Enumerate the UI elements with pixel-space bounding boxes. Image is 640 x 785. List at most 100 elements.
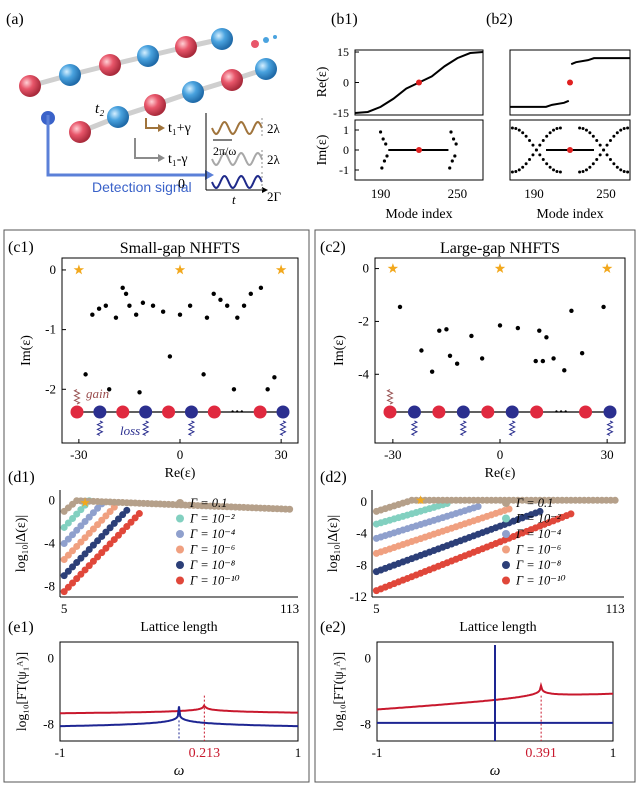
c1-loss-label: loss (120, 423, 140, 438)
c1-gain-site (207, 405, 221, 419)
d1-series-4-point (102, 528, 110, 536)
b1-re-marker (416, 79, 422, 86)
d1-series-5-point (77, 570, 85, 578)
b1-x-tick: 190 (371, 186, 391, 201)
b2-im-point (588, 131, 592, 135)
d2-star (415, 495, 426, 505)
c1-eigenvalue-point (201, 372, 206, 377)
c1-eigenvalue-point (123, 291, 129, 297)
c1-gain-site (70, 405, 84, 419)
b1-im-tick: -1 (339, 163, 349, 177)
c1-eigenvalue-point (241, 303, 247, 308)
d2-legend-marker-3 (502, 545, 510, 554)
d1-series-5-point (114, 531, 122, 539)
right-frame (314, 229, 636, 783)
e1-y-tick: -8 (43, 717, 54, 732)
loss-site (182, 81, 204, 103)
b1-im-point (384, 142, 388, 146)
c2-loss-arrow (508, 420, 516, 436)
e1-peak-label: 0.213 (189, 746, 221, 761)
panel-label-c1: (c1) (8, 239, 34, 256)
c2-y-label: Im(ε) (332, 335, 347, 366)
d1-legend-marker-3 (176, 545, 184, 554)
d1-series-2-point (64, 535, 72, 543)
t2-label: t₂ (95, 101, 104, 117)
b1-x-tick: 250 (448, 186, 468, 201)
b2-im-point (584, 128, 588, 132)
d2-legend-marker-0 (502, 499, 510, 507)
c2-eigenvalue-point (497, 323, 503, 328)
c2-loss-site (505, 405, 519, 419)
e2-x-label: ω (490, 763, 501, 779)
b2-im-point (626, 126, 630, 130)
b2-x-label: Mode index (536, 207, 603, 222)
c2-loss-arrow (410, 420, 419, 436)
c2-eigenvalue-point (533, 358, 538, 364)
d1-series-4-point (89, 541, 97, 549)
c1-x-tick: -30 (70, 447, 87, 462)
c1-edge-state-star (174, 264, 186, 275)
d1-y-tick: -8 (44, 578, 55, 593)
b1-im-point (379, 130, 383, 134)
gain-site (69, 121, 91, 143)
panel-label-c2: (c2) (320, 239, 346, 256)
d2-y-tick: -12 (350, 589, 367, 604)
e1-y-label: log₁₀[FT(ψ₁ᴬ)] (14, 652, 29, 731)
c1-y-tick: -2 (45, 381, 56, 396)
d1-series-5-point (89, 557, 97, 565)
b2-x-tick: 190 (524, 186, 544, 201)
c2-loss-site (603, 405, 617, 419)
c1-eigenvalue-point (120, 285, 125, 291)
c2-eigenvalue-point (551, 356, 556, 361)
d1-series-1-point (73, 510, 81, 518)
panel-label-e1: (e1) (8, 619, 34, 636)
b2-im-point (612, 162, 616, 166)
d2-legend-marker-1 (502, 514, 510, 523)
b2-re-marker (567, 79, 573, 86)
b2-im-point (558, 170, 562, 174)
c1-loss-site (139, 405, 153, 419)
c2-eigenvalue-point (429, 369, 435, 374)
b1-re-tick: 0 (343, 76, 349, 90)
loss-wave (211, 174, 263, 190)
panel-label-d2: (d2) (320, 469, 347, 486)
b1-im-point (380, 166, 384, 170)
c1-y-tick: -1 (45, 322, 56, 337)
d1-series-2-point (81, 518, 89, 526)
c1-loss-site (276, 405, 290, 419)
b2-im-point (612, 134, 616, 138)
b2-im-point (528, 158, 532, 162)
b2-im-point (608, 138, 612, 142)
d1-y-tick: -4 (44, 536, 55, 551)
b2-im-point (538, 143, 542, 147)
c2-x-tick: 30 (601, 447, 614, 462)
c2-loss-arrow (606, 420, 614, 436)
d1-series-0-point (286, 505, 294, 513)
d1-x-tick: 5 (61, 601, 68, 616)
b2-im-point (581, 169, 585, 173)
d1-series-5-point (135, 510, 143, 518)
b1-im-tick: 1 (343, 123, 349, 137)
e2-x-tick: -1 (372, 745, 383, 760)
b2-im-point (521, 165, 525, 169)
loss-connector (134, 138, 158, 159)
b2-im-point (545, 162, 549, 166)
c1-x-tick: 0 (177, 447, 184, 462)
c1-eigenvalue-point (83, 372, 88, 377)
b2-re-frame (509, 49, 631, 116)
d1-star (80, 497, 90, 507)
b2-im-point (558, 126, 562, 130)
c1-eigenvalue-point (187, 303, 193, 308)
gain-wave (211, 120, 263, 136)
d2-y-label: log₁₀|Δ(ε)| (326, 515, 341, 572)
d2-x-label: Lattice length (459, 620, 536, 635)
b1-im-tick: 0 (343, 143, 349, 157)
b1-im-point (382, 159, 387, 163)
d1-series-5-point (85, 562, 93, 570)
b2-im-point (524, 134, 528, 138)
d2-y-tick: -4 (356, 526, 367, 541)
c1-gain-site (162, 405, 176, 419)
e2-y-label: log₁₀[FT(ψ₁ᴬ)] (331, 652, 346, 731)
c1-eigenvalue-point (218, 297, 223, 302)
